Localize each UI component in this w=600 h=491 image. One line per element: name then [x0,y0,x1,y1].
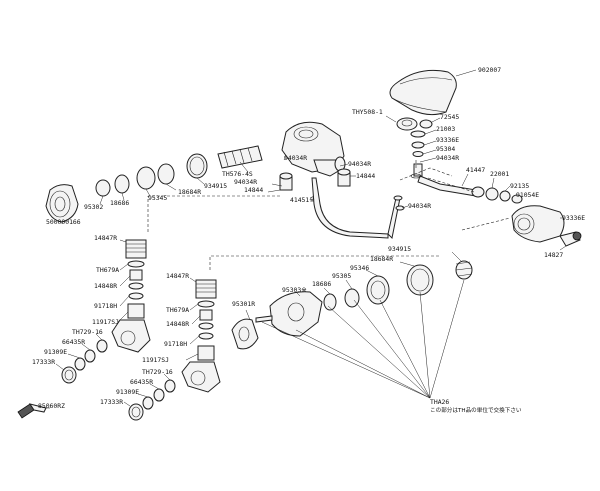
label-934915-b: 934915 [388,245,411,253]
label-th679a-a: TH679A [96,266,119,274]
ring-95302 [95,179,111,197]
label-14848r-a: 14848R [94,282,117,290]
part-93336E-a [411,141,425,149]
label-91054e: 91054E [516,191,539,199]
key-85060rz [17,403,47,419]
label-th576: TH576-4S [222,170,253,178]
label-93336e-b: 93336E [562,214,585,222]
label-14848r-b: 14848R [166,320,189,328]
mixing-valve-body [281,121,346,177]
label-95301r: 95301R [232,300,255,308]
label-11917sj-a: 11917SJ [92,318,119,326]
label-95304: 95304 [436,145,455,153]
label-94034r-d: 94034R [234,178,257,186]
label-17333r-a: 17333R [32,358,55,366]
label-66435r-b: 66435R [130,378,153,386]
label-11917sj-b: 11917SJ [142,356,169,364]
part-labels: 902007 THY508-1 72545 21003 93336E 95304… [32,66,585,414]
label-72545: 72545 [440,113,459,121]
label-94034r-c: 94034R [348,160,371,168]
elbow-14827 [559,231,582,247]
valve-assembly-right [471,186,565,243]
label-18686-b: 18686 [312,280,331,288]
label-93491s: 934915 [204,182,227,190]
label-95345: 95345 [148,194,167,202]
inlet-stack-center [128,279,221,421]
ring-72545 [419,119,433,129]
label-41451: 41451※ [290,196,315,204]
label-94034r-a: 94034R [436,154,459,162]
label-902007: 902007 [478,66,501,74]
part-21003 [410,130,426,138]
label-92135: 92135 [510,182,529,190]
label-18684r-a: 18684R [178,188,201,196]
label-91309e-a: 91309E [44,348,67,356]
handle-cover-902007 [389,69,457,116]
inlet-stack-left [61,239,151,384]
label-14847r-a: 14847R [94,234,117,242]
label-tha26: THA26 [430,398,449,406]
label-14844-b: 14844 [356,172,375,180]
label-95305: 95305 [332,272,351,280]
label-th729-a: TH729-16 [72,328,103,336]
ring-95346 [366,275,390,305]
label-17333r-b: 17333R [100,398,123,406]
label-91718h-a: 91718H [94,302,117,310]
gasket-94034r-pipe [395,205,405,211]
label-91718h-b: 91718H [164,340,187,348]
label-21003: 21003 [436,125,455,133]
label-94034r-e: 94034R [408,202,431,210]
label-91309e-b: 91309E [116,388,139,396]
label-94034r-b: 94034R [284,154,307,162]
screw-95301r-shaft [255,315,273,323]
nipple-14844-left [279,172,293,191]
label-93336e-a: 93336E [436,136,459,144]
cartridge-th576 [217,145,263,169]
label-18686-a: 18686 [110,199,129,207]
label-41447: 41447 [466,166,485,174]
tha26-leaders [261,279,465,399]
label-66435r-a: 66435R [62,338,85,346]
label-95302: 95302 [84,203,103,211]
label-thy508: THY508-1 [352,108,383,116]
cap-95301r [231,318,259,350]
ring-95305 [344,288,360,308]
ring-95345 [136,166,156,190]
label-85060rz: 85060RZ [38,402,65,410]
part-95304 [412,151,424,157]
ring-18686 [114,174,130,194]
label-95303: 95303※ [282,286,307,294]
label-14847r-b: 14847R [166,272,189,280]
replacement-note: この部分はTH品の単位で交換下さい [430,406,522,414]
cap-thy508 [396,117,418,131]
label-18684r-b: 18684R [370,255,393,263]
knob-500000166 [45,184,79,223]
label-th679a-b: TH679A [166,306,189,314]
pipe-41451 [311,177,403,240]
label-th729-b: TH729-16 [142,368,173,376]
nipple-14844-right [337,168,351,187]
label-22001: 22001 [490,170,509,178]
label-14827: 14827 [544,251,563,259]
label-14844-a: 14844 [244,186,263,194]
label-95346: 95346 [350,264,369,272]
ring-18684r [157,163,175,185]
label-500000166: 500000166 [46,218,81,226]
